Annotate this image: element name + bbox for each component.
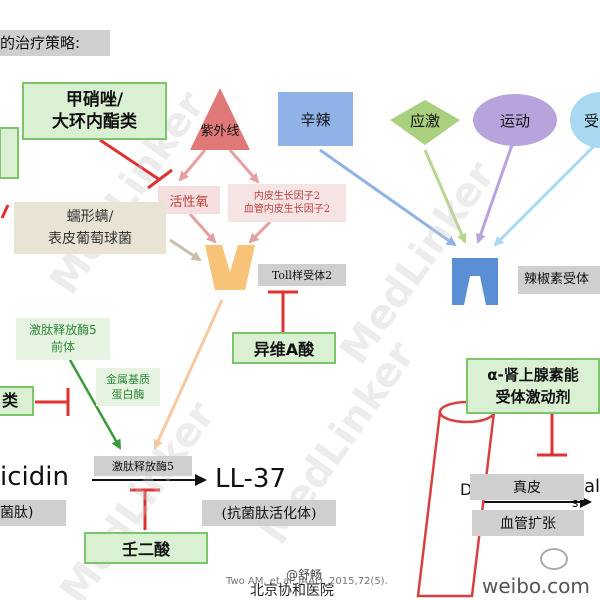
stress-diamond-shape (390, 100, 460, 145)
stress-label: 应激 (409, 111, 440, 130)
uv-triangle-shape (190, 88, 250, 150)
cathelicidin-label: icidin (0, 462, 69, 492)
uv-label: 紫外线 (200, 123, 240, 139)
tlr-receptor-shape (205, 245, 255, 290)
cathelicidin-cn-label: 菌肽) (0, 500, 66, 526)
hospital-watermark: 北京协和医院 (250, 583, 334, 599)
metronidazole-inhibit-bar (147, 168, 173, 190)
demodex-to-receptor-arrow (169, 238, 202, 262)
author-watermark: @舒畅 (286, 568, 323, 582)
klk5-precursor-box: 激肽释放酶5 前体 (16, 318, 110, 360)
ros-box: 活性氧 (158, 186, 220, 214)
spicy-to-trpv-arrow (319, 148, 457, 247)
dermis-label: 真皮 (470, 474, 584, 500)
weibo-logo-icon (540, 548, 568, 570)
precursor-to-klk5-arrow (68, 359, 122, 450)
exercise-to-trpv-arrow (475, 144, 514, 244)
ros-to-receptor-arrow (188, 213, 217, 244)
weibo-url-watermark: weibo.com (482, 574, 590, 598)
trpv-label: 辣椒素受体 (518, 266, 600, 294)
klk5-label: 激肽释放酶5 (94, 456, 192, 476)
al-partial-label: al (584, 476, 600, 497)
vegf-box: 内皮生长因子2 血管内皮生长因子2 (228, 184, 346, 222)
alpha-agonist-box: α-肾上腺素能 受体激动剂 (466, 358, 600, 414)
ll37-label: LL-37 (215, 464, 286, 494)
trpv-channel-shape (452, 258, 498, 305)
left-partial-box: 类 (0, 386, 34, 416)
cold-to-trpv-arrow (493, 143, 597, 247)
d-partial-label: D (460, 480, 473, 499)
metronidazole-box: 甲硝唑/ 大环内酯类 (22, 82, 167, 140)
mmp-box: 金属基质 蛋白酶 (96, 368, 160, 406)
azelaic-acid-box: 壬二酸 (84, 532, 208, 564)
top-left-inhibit-stub (0, 204, 10, 219)
exercise-ellipse-shape (473, 94, 557, 146)
metronidazole-inhibit-line (99, 138, 161, 182)
vegf-to-receptor-arrow (248, 220, 272, 244)
cold-ellipse-shape (570, 92, 600, 148)
isotretinoin-box: 异维A酸 (232, 332, 336, 364)
inhibition-lines (0, 138, 567, 530)
stress-to-trpv-arrow (423, 149, 467, 244)
page-title: 的治疗策略: (0, 30, 110, 56)
ll37-cn-label: (抗菌肽活化体) (202, 500, 336, 526)
uv-to-vegf-arrow (228, 149, 260, 184)
left-green-partial-shape (0, 127, 19, 179)
vasodilation-label: 血管扩张 (472, 510, 584, 536)
tlr2-label: Toll样受体2 (258, 264, 346, 286)
tlr2-to-klk5-arrow (153, 299, 224, 450)
cold-partial-label: 受 (584, 112, 600, 130)
s-partial-label: s (572, 496, 579, 510)
uv-to-ros-arrow (178, 149, 207, 182)
demodex-box: 蠕形螨/ 表皮葡萄球菌 (14, 202, 166, 254)
citation-text: Two AM, et al. JAAD. 2015,72(5). (226, 576, 388, 587)
exercise-label: 运动 (499, 111, 530, 130)
spicy-box: 辛辣 (278, 92, 353, 146)
